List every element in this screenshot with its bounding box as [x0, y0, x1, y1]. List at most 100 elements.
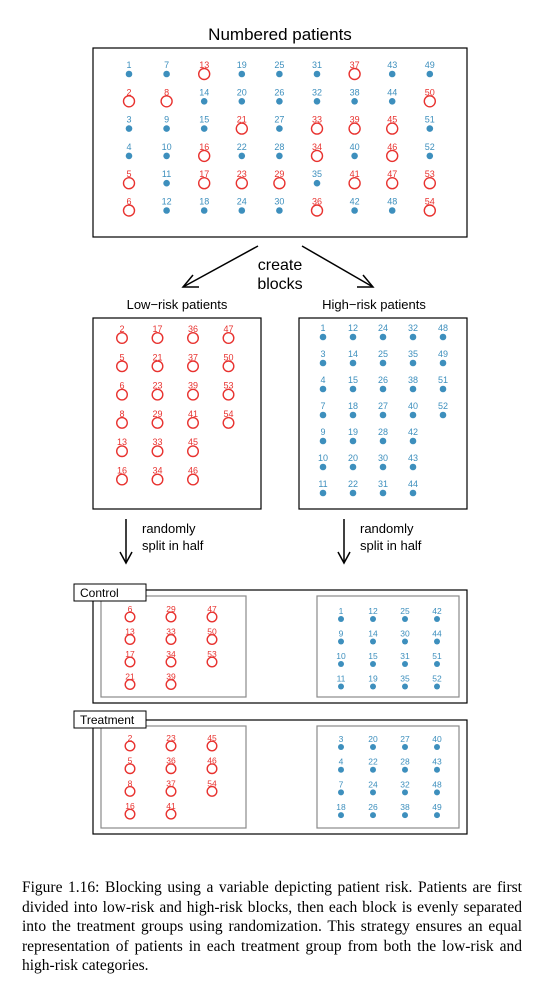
low-risk-patient-marker: [124, 656, 136, 668]
patient-number-label: 46: [207, 756, 217, 766]
patient-number-label: 2: [119, 324, 124, 334]
patient-number-label: 45: [207, 733, 217, 743]
patient-number-label: 29: [152, 409, 162, 419]
low-risk-patient-marker: [186, 388, 199, 401]
split-label-right-1: randomly: [360, 521, 414, 536]
patient-number-label: 46: [387, 142, 397, 152]
patient-number-label: 40: [408, 401, 418, 411]
low-risk-patient-marker: [115, 473, 128, 486]
high-risk-patient-marker: [439, 359, 447, 367]
high-risk-patient-marker: [402, 812, 408, 819]
patient-number-label: 32: [312, 87, 322, 97]
treatment-box: [92, 719, 468, 835]
low-risk-patient-marker: [348, 176, 361, 190]
patient-number-label: 31: [378, 479, 388, 489]
numbered-patients-title: Numbered patients: [208, 25, 352, 44]
low-risk-patient-marker: [386, 122, 399, 135]
patient-number-label: 16: [125, 801, 135, 811]
low-risk-patient-marker: [348, 122, 361, 135]
high-risk-patient-marker: [238, 152, 246, 160]
patient-number-label: 37: [350, 60, 360, 70]
patient-number-label: 20: [368, 734, 378, 744]
treatment-high-subbox: [316, 725, 460, 829]
control-label: Control: [80, 586, 119, 600]
low-risk-patient-marker: [206, 634, 218, 646]
high-risk-patient-marker: [370, 683, 376, 690]
high-risk-patient-marker: [338, 616, 344, 622]
patient-number-label: 14: [199, 87, 209, 97]
treatment-label-box: [73, 710, 147, 729]
high-risk-patient-marker: [319, 411, 327, 419]
high-risk-patient-marker: [338, 766, 344, 773]
high-risk-patient-marker: [125, 152, 133, 160]
patient-number-label: 7: [320, 401, 325, 411]
split-arrows: [119, 519, 351, 565]
patient-number-label: 11: [318, 479, 327, 489]
low-risk-patient-marker: [165, 808, 177, 820]
patient-number-label: 20: [237, 87, 247, 97]
high-risk-patient-marker: [434, 789, 440, 796]
low-risk-patient-marker: [115, 388, 128, 401]
low-risk-patient-marker: [222, 388, 235, 401]
figure-caption: Figure 1.16: Blocking using a variable d…: [22, 879, 522, 975]
patient-number-label: 28: [274, 142, 284, 152]
low-risk-patient-marker: [186, 332, 199, 345]
low-risk-patient-marker: [165, 656, 177, 668]
patient-number-label: 46: [188, 466, 198, 476]
blocking-diagram: Numbered patients 1234567891011121314151…: [73, 25, 468, 835]
low-risk-patient-marker: [186, 416, 199, 429]
low-risk-patient-marker: [165, 634, 177, 646]
patient-number-label: 21: [152, 352, 162, 362]
high-risk-patient-marker: [125, 125, 133, 132]
high-risk-patient-marker: [349, 411, 357, 419]
patient-number-label: 48: [438, 323, 448, 333]
low-risk-patient-marker: [122, 204, 136, 217]
high-risk-patient-marker: [379, 411, 387, 419]
patient-number-label: 12: [368, 606, 378, 616]
patient-number-label: 13: [117, 437, 127, 447]
treatment-label: Treatment: [80, 713, 135, 727]
low-risk-patient-marker: [206, 740, 218, 752]
low-risk-patient-marker: [115, 416, 128, 429]
high-risk-patient-marker: [379, 385, 387, 393]
patient-number-label: 54: [425, 197, 435, 207]
patient-number-label: 19: [348, 427, 358, 437]
low-risk-patient-marker: [124, 679, 136, 691]
low-risk-patient-marker: [206, 611, 218, 623]
patient-number-label: 3: [339, 734, 344, 744]
low-risk-patient-marker: [348, 67, 361, 81]
high-risk-patient-marker: [200, 207, 208, 214]
low-risk-patient-marker: [206, 763, 218, 775]
patient-number-label: 6: [128, 604, 133, 614]
patient-number-label: 47: [207, 604, 217, 614]
patient-number-label: 29: [166, 604, 176, 614]
patient-number-label: 8: [119, 409, 124, 419]
patient-number-label: 33: [166, 627, 176, 637]
patient-number-label: 4: [339, 757, 344, 767]
numbered-patients-box: [92, 47, 468, 238]
control-low-subbox: [100, 595, 247, 698]
create-blocks-arrows: [181, 245, 375, 288]
low-risk-patient-marker: [115, 332, 128, 345]
patient-number-label: 27: [274, 115, 284, 125]
patient-number-label: 42: [408, 427, 418, 437]
patient-number-label: 7: [339, 779, 344, 789]
high-risk-patient-marker: [238, 98, 246, 105]
low-risk-patient-marker: [197, 149, 211, 163]
patient-number-label: 44: [387, 87, 397, 97]
patient-number-label: 33: [152, 437, 162, 447]
low-risk-patient-marker: [386, 176, 399, 190]
patient-number-label: 41: [350, 169, 360, 179]
patient-number-label: 9: [339, 629, 344, 639]
treatment-low-subbox: [100, 725, 247, 829]
patient-number-label: 48: [432, 779, 442, 789]
patient-number-label: 41: [166, 801, 176, 811]
patient-number-label: 30: [400, 629, 410, 639]
patient-number-label: 34: [152, 466, 162, 476]
patient-number-label: 8: [164, 87, 169, 97]
high-risk-patient-marker: [319, 385, 327, 393]
low-risk-patient-marker: [273, 176, 286, 190]
high-risk-patient-marker: [319, 489, 327, 497]
